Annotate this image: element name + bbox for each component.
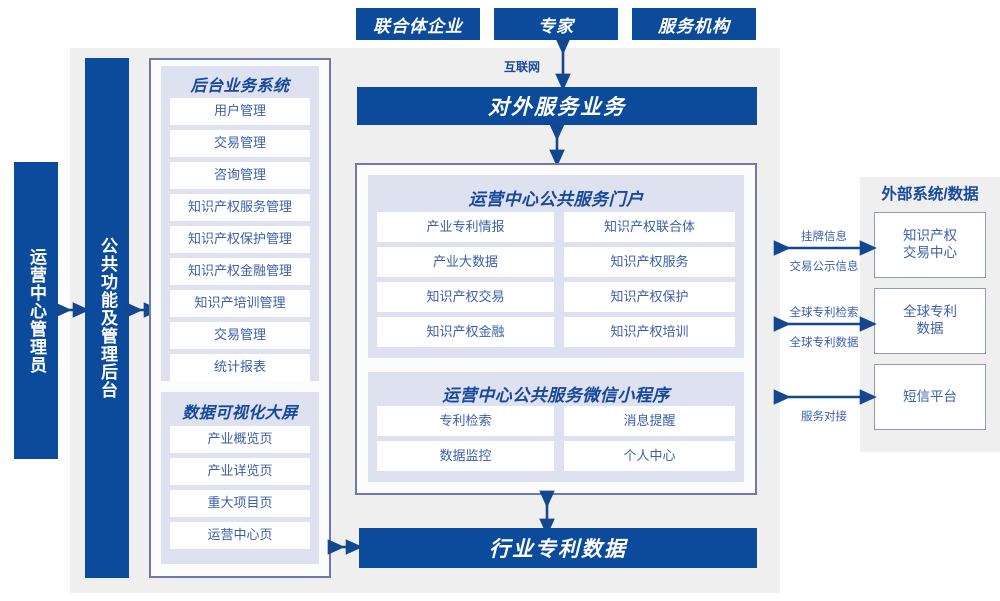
mini-program-item-1[interactable]: 消息提醒	[564, 406, 735, 436]
connector-label-service-docking: 服务对接	[801, 411, 847, 423]
arrow-backend-to-patent-data	[327, 539, 363, 555]
arrow-external-global-patent	[773, 316, 877, 332]
backend-item-5[interactable]: 知识产权金融管理	[170, 258, 310, 285]
backend-item-0[interactable]: 用户管理	[170, 98, 310, 125]
mini-program-item-0[interactable]: 专利检索	[377, 406, 554, 436]
backend-item-8[interactable]: 统计报表	[170, 354, 310, 381]
backend-item-7[interactable]: 交易管理	[170, 322, 310, 349]
visualization-item-2[interactable]: 重大项目页	[170, 490, 310, 517]
arrow-internet	[555, 37, 571, 91]
external-systems-title: 外部系统/数据	[881, 186, 979, 203]
mini-program-item-3[interactable]: 个人中心	[564, 441, 735, 471]
visualization-item-0[interactable]: 产业概览页	[170, 426, 310, 453]
portal-item-5[interactable]: 知识产权保护	[564, 282, 735, 312]
connector-label-listing-info: 挂牌信息	[801, 231, 847, 243]
portal-item-0[interactable]: 产业专利情报	[377, 212, 554, 242]
industry-patent-data-banner[interactable]: 行业专利数据	[359, 528, 757, 568]
backend-item-2[interactable]: 咨询管理	[170, 162, 310, 189]
external-service-banner[interactable]: 对外服务业务	[357, 87, 757, 125]
internet-label: 互联网	[503, 60, 540, 74]
connector-label-global-patent-data: 全球专利数据	[789, 337, 859, 349]
actor-box-expert[interactable]: 专家	[494, 8, 618, 40]
backend-item-3[interactable]: 知识产权服务管理	[170, 194, 310, 221]
arrow-external-ip-exchange	[773, 240, 877, 256]
backend-system-title: 后台业务系统	[190, 78, 290, 95]
actor-box-consortium[interactable]: 联合体企业	[356, 8, 480, 40]
actor-box-service-org[interactable]: 服务机构	[632, 8, 756, 40]
portal-item-1[interactable]: 知识产权联合体	[564, 212, 735, 242]
arrow-admin-to-public	[54, 302, 90, 318]
visualization-item-1[interactable]: 产业详览页	[170, 458, 310, 485]
operations-admin-bar[interactable]: 运营中心管理员	[14, 162, 58, 459]
mini-program-title: 运营中心公共服务微信小程序	[442, 386, 670, 405]
portal-item-3[interactable]: 知识产权服务	[564, 247, 735, 277]
public-function-bar[interactable]: 公共功能及管理后台	[85, 58, 129, 578]
public-function-bar-label: 公共功能及管理后台	[98, 237, 118, 399]
service-portal-title: 运营中心公共服务门户	[468, 190, 644, 209]
data-visualization-title: 数据可视化大屏	[182, 405, 298, 422]
portal-item-6[interactable]: 知识产权金融	[377, 317, 554, 347]
external-box-ip-exchange[interactable]: 知识产权 交易中心	[874, 212, 986, 278]
visualization-item-3[interactable]: 运营中心页	[170, 522, 310, 549]
operations-admin-bar-label: 运营中心管理员	[27, 247, 47, 374]
arrow-service-to-portal	[549, 123, 565, 167]
connector-label-global-patent-search: 全球专利检索	[789, 307, 859, 319]
external-box-sms-platform[interactable]: 短信平台	[874, 364, 986, 430]
mini-program-item-2[interactable]: 数据监控	[377, 441, 554, 471]
arrow-external-sms	[773, 389, 877, 405]
arrow-portal-to-patent-data	[539, 490, 555, 536]
connector-label-trade-public-info: 交易公示信息	[789, 261, 859, 273]
portal-item-4[interactable]: 知识产权交易	[377, 282, 554, 312]
backend-item-6[interactable]: 知识产培训管理	[170, 290, 310, 317]
backend-item-1[interactable]: 交易管理	[170, 130, 310, 157]
external-box-global-patent-data[interactable]: 全球专利 数据	[874, 288, 986, 354]
backend-item-4[interactable]: 知识产权保护管理	[170, 226, 310, 253]
portal-item-7[interactable]: 知识产权培训	[564, 317, 735, 347]
portal-item-2[interactable]: 产业大数据	[377, 247, 554, 277]
